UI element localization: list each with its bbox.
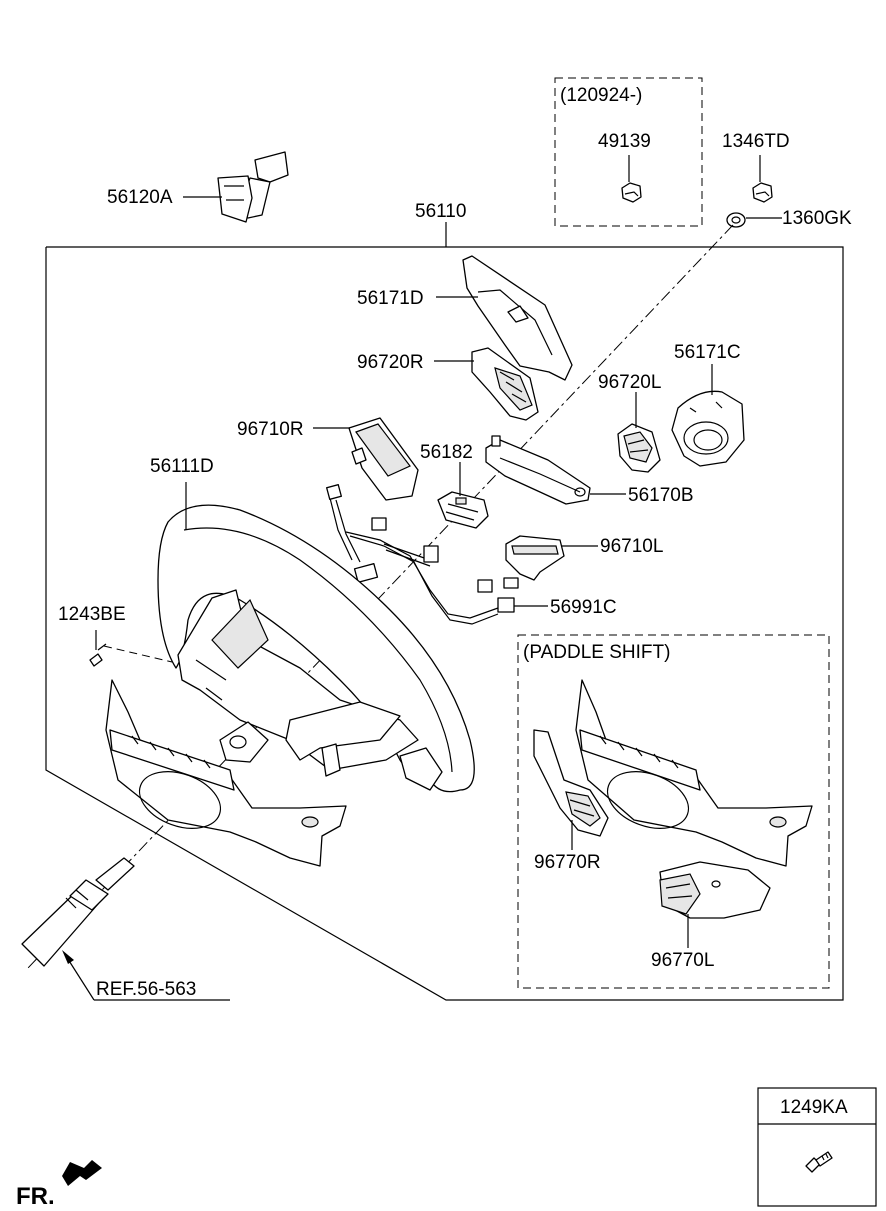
part-96710R-switch[interactable] (348, 417, 419, 501)
part-56120A-clip[interactable] (217, 151, 289, 223)
label-1360GK[interactable]: 1360GK (782, 208, 852, 229)
label-96770L[interactable]: 96770L (651, 950, 714, 971)
paddle-lower-trim-cover[interactable] (575, 679, 813, 867)
label-ref[interactable]: REF.56-563 (96, 979, 196, 1000)
part-56171D-cover[interactable] (462, 255, 573, 381)
label-96710R[interactable]: 96710R (237, 419, 304, 440)
nut-49139[interactable] (621, 182, 642, 203)
label-1249KA[interactable]: 1249KA (780, 1097, 848, 1118)
dash-1243BE (103, 645, 173, 663)
date-range-box (554, 77, 703, 227)
ref-arrow (62, 950, 230, 1001)
paddle-shift-box (517, 634, 830, 989)
part-96770L-paddle[interactable] (659, 861, 771, 919)
label-paddle-shift: (PADDLE SHIFT) (523, 642, 670, 663)
label-56182[interactable]: 56182 (420, 442, 473, 463)
label-96720R[interactable]: 96720R (357, 352, 424, 373)
steering-column (21, 857, 135, 967)
label-1346TD[interactable]: 1346TD (722, 131, 790, 152)
front-direction-arrow-icon (62, 1160, 102, 1186)
label-56110[interactable]: 56110 (415, 201, 466, 222)
part-56182-connector[interactable] (437, 491, 489, 529)
bolt-1249KA[interactable] (805, 1151, 833, 1173)
label-date-range: (120924-) (560, 85, 642, 106)
part-56171C-cover[interactable] (671, 390, 745, 467)
label-56120A[interactable]: 56120A (107, 187, 173, 208)
label-56171C[interactable]: 56171C (674, 342, 741, 363)
label-96770R[interactable]: 96770R (534, 852, 601, 873)
label-1243BE[interactable]: 1243BE (58, 604, 126, 625)
label-56991C[interactable]: 56991C (550, 597, 617, 618)
part-96710L-switch[interactable] (505, 535, 565, 581)
label-96710L[interactable]: 96710L (600, 536, 663, 557)
part-96720R-switch[interactable] (471, 347, 539, 421)
part-56991C-harness[interactable] (326, 484, 519, 625)
label-56111D[interactable]: 56111D (150, 456, 214, 477)
label-56171D[interactable]: 56171D (357, 288, 424, 309)
part-56170B-bracket[interactable] (485, 435, 591, 505)
lower-trim-cover[interactable] (105, 679, 347, 867)
label-fr: FR. (16, 1183, 55, 1210)
part-96770R-paddle[interactable] (533, 729, 609, 837)
washer-1360GK[interactable] (726, 212, 746, 228)
part-56111D-steering-wheel[interactable] (157, 504, 475, 793)
label-49139[interactable]: 49139 (598, 131, 651, 152)
label-96720L[interactable]: 96720L (598, 372, 661, 393)
part-96720L-switch[interactable] (617, 423, 661, 473)
assembly-axis-line (27, 224, 734, 969)
assembly-boundary (45, 246, 844, 1001)
nut-1346TD[interactable] (752, 182, 773, 203)
label-56170B[interactable]: 56170B (628, 485, 694, 506)
screw-1243BE[interactable] (89, 643, 107, 667)
box-1249KA (757, 1087, 877, 1207)
